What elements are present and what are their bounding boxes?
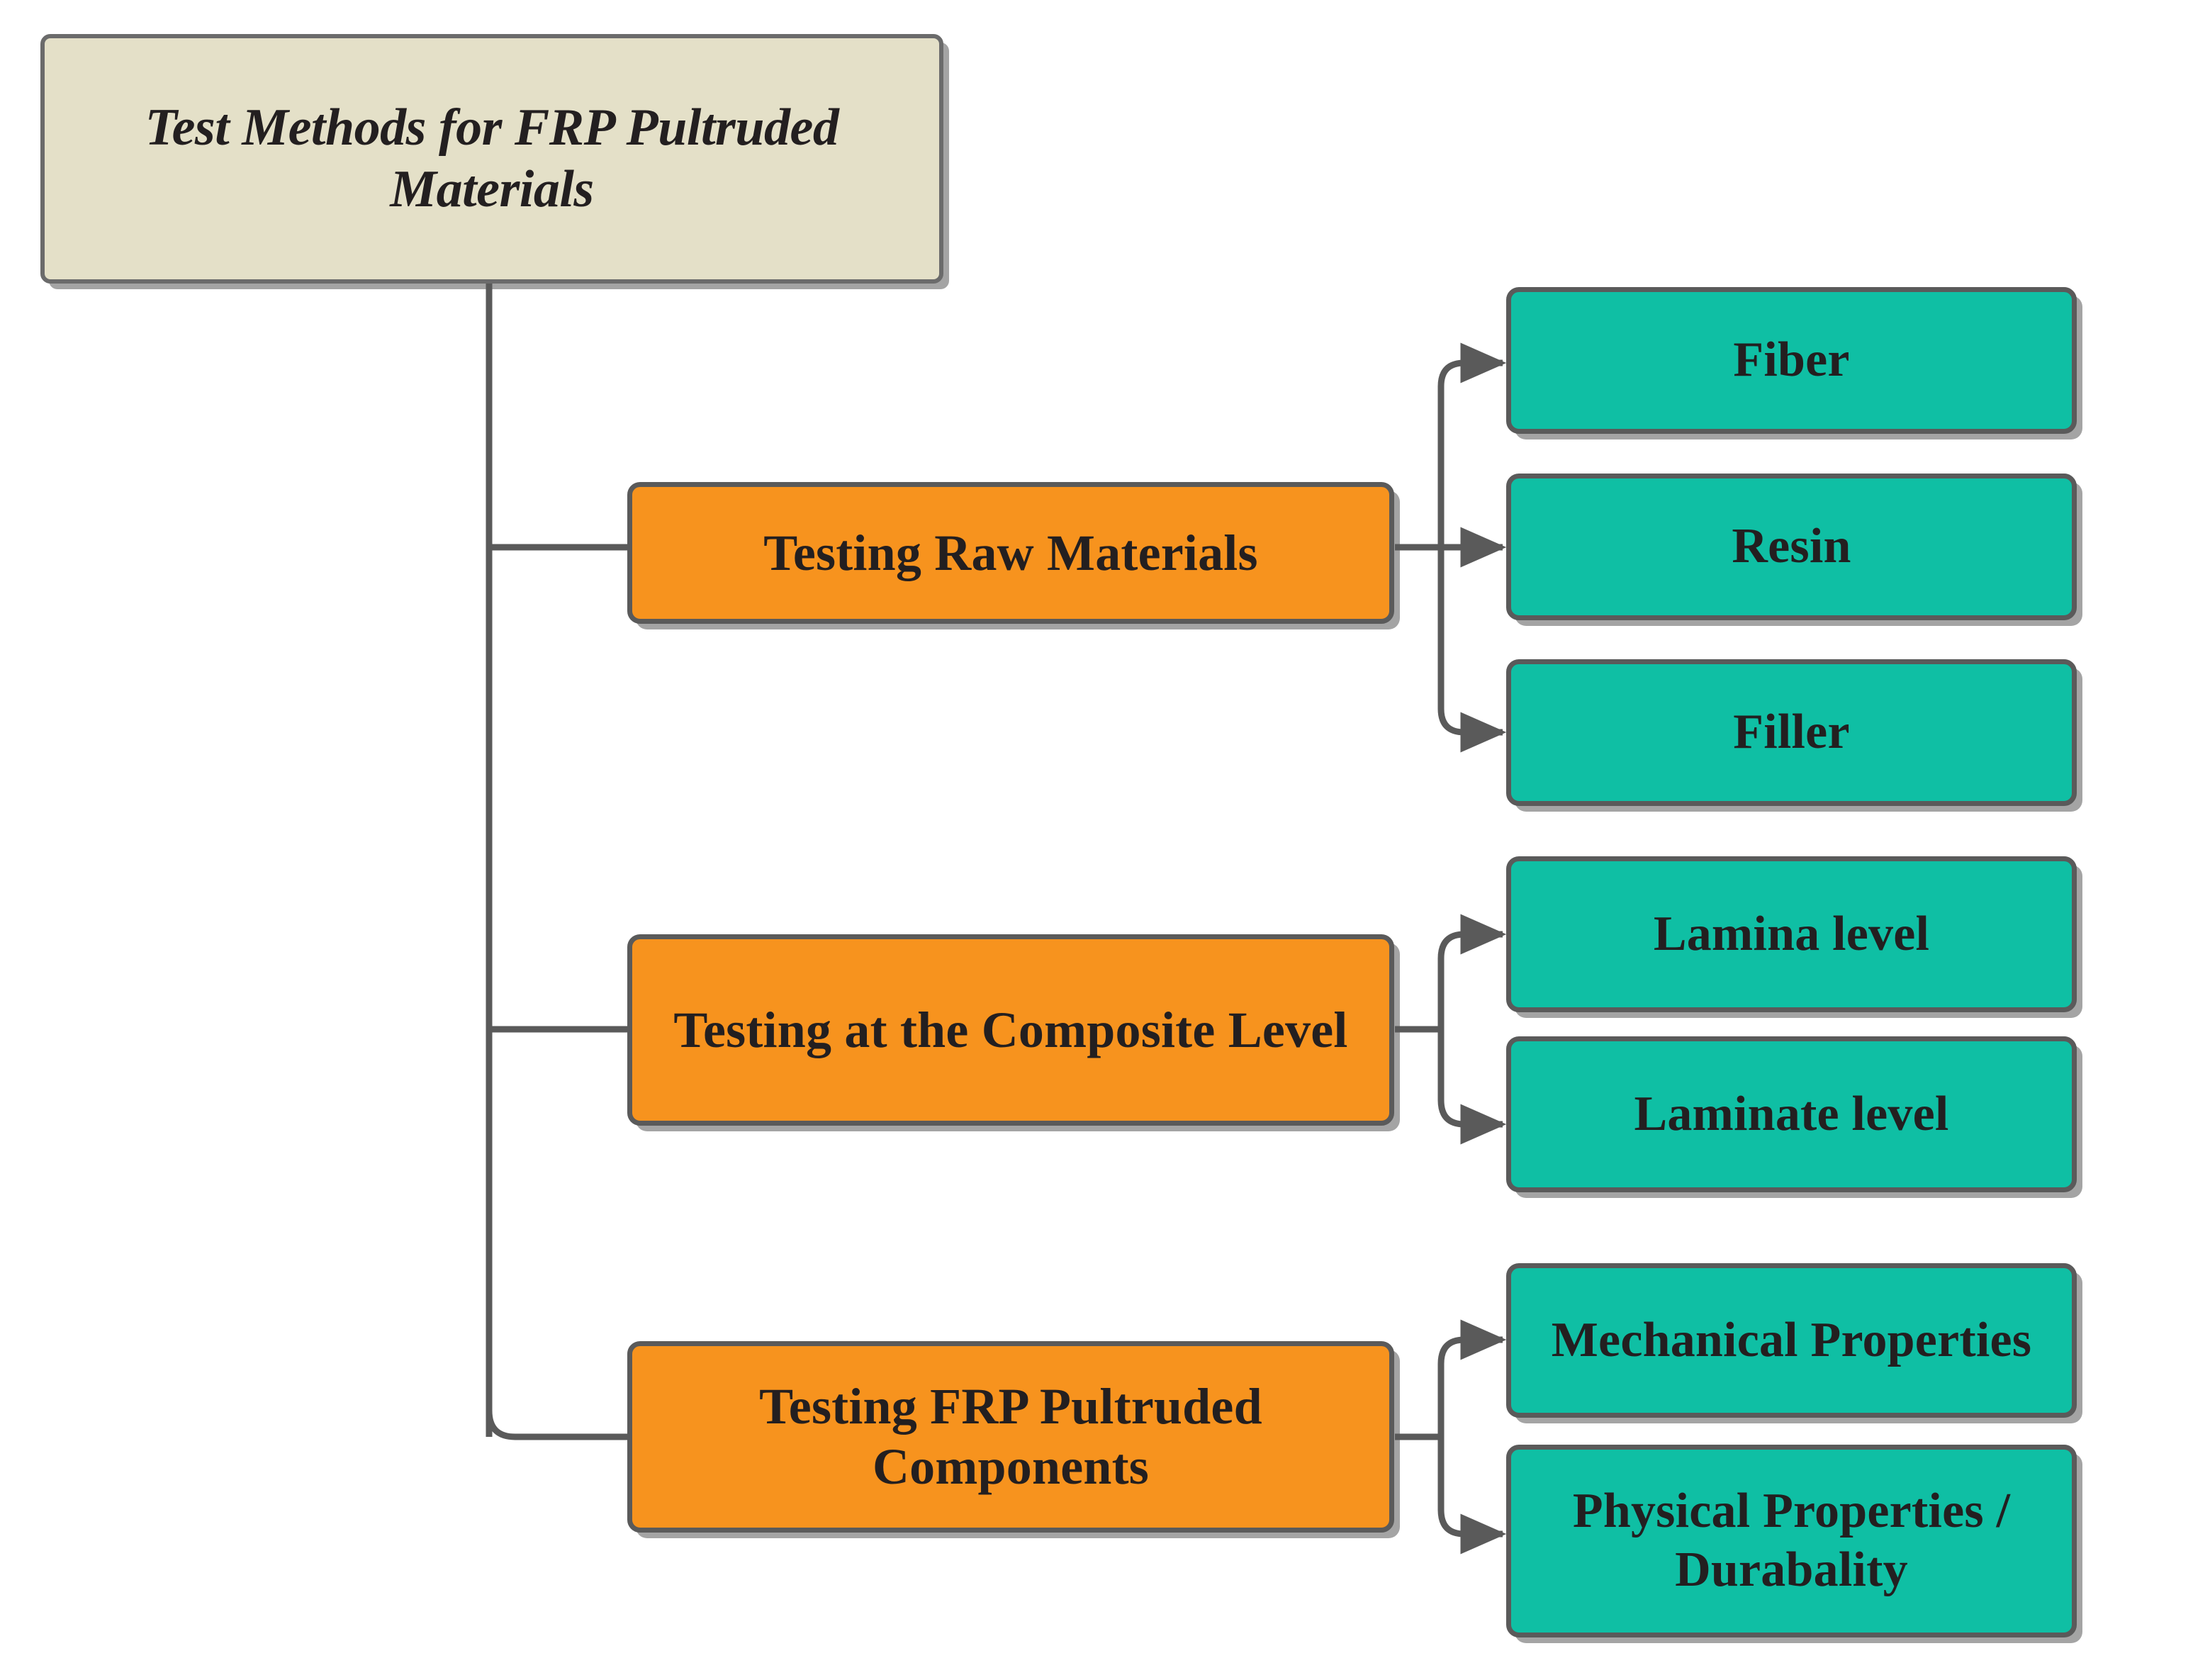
node-testing-frp-pultruded-components-label: Testing FRP Pultruded Components bbox=[759, 1378, 1262, 1495]
node-lamina-level[interactable]: Lamina level bbox=[1506, 856, 2077, 1012]
node-fiber-label: Fiber bbox=[1733, 332, 1850, 388]
node-physical-properties-durability[interactable]: Physical Properties / Durabality bbox=[1506, 1445, 2077, 1637]
edge-branch-1-child-3 bbox=[1437, 708, 1507, 753]
node-filler[interactable]: Filler bbox=[1506, 659, 2077, 806]
node-lamina-level-label: Lamina level bbox=[1653, 906, 1930, 961]
node-physical-properties-durability-label: Physical Properties / Durabality bbox=[1572, 1484, 2011, 1597]
node-testing-raw-materials-label: Testing Raw Materials bbox=[763, 524, 1258, 581]
node-root-label: Test Methods for FRP Pultruded Materials bbox=[145, 98, 839, 218]
node-testing-raw-materials[interactable]: Testing Raw Materials bbox=[627, 482, 1394, 624]
node-laminate-level-label: Laminate level bbox=[1634, 1086, 1949, 1141]
node-testing-composite-level[interactable]: Testing at the Composite Level bbox=[627, 934, 1394, 1126]
node-filler-label: Filler bbox=[1733, 705, 1850, 760]
node-resin[interactable]: Resin bbox=[1506, 474, 2077, 620]
node-laminate-level[interactable]: Laminate level bbox=[1506, 1036, 2077, 1192]
edge-branch-1-child-1 bbox=[1437, 342, 1507, 387]
edge-branch-3-child-2 bbox=[1437, 1509, 1507, 1555]
edge-branch-2-child-2 bbox=[1437, 1099, 1507, 1145]
edge-branch-3-child-1 bbox=[1437, 1319, 1507, 1365]
node-mechanical-properties-label: Mechanical Properties bbox=[1551, 1312, 2032, 1367]
node-mechanical-properties[interactable]: Mechanical Properties bbox=[1506, 1263, 2077, 1418]
node-fiber[interactable]: Fiber bbox=[1506, 287, 2077, 434]
node-resin-label: Resin bbox=[1732, 519, 1851, 574]
edge-branch-2-child-1 bbox=[1437, 914, 1507, 959]
node-root-test-methods[interactable]: Test Methods for FRP Pultruded Materials bbox=[40, 34, 943, 284]
node-testing-composite-level-label: Testing at the Composite Level bbox=[673, 1001, 1348, 1058]
node-testing-frp-pultruded-components[interactable]: Testing FRP Pultruded Components bbox=[627, 1341, 1394, 1533]
